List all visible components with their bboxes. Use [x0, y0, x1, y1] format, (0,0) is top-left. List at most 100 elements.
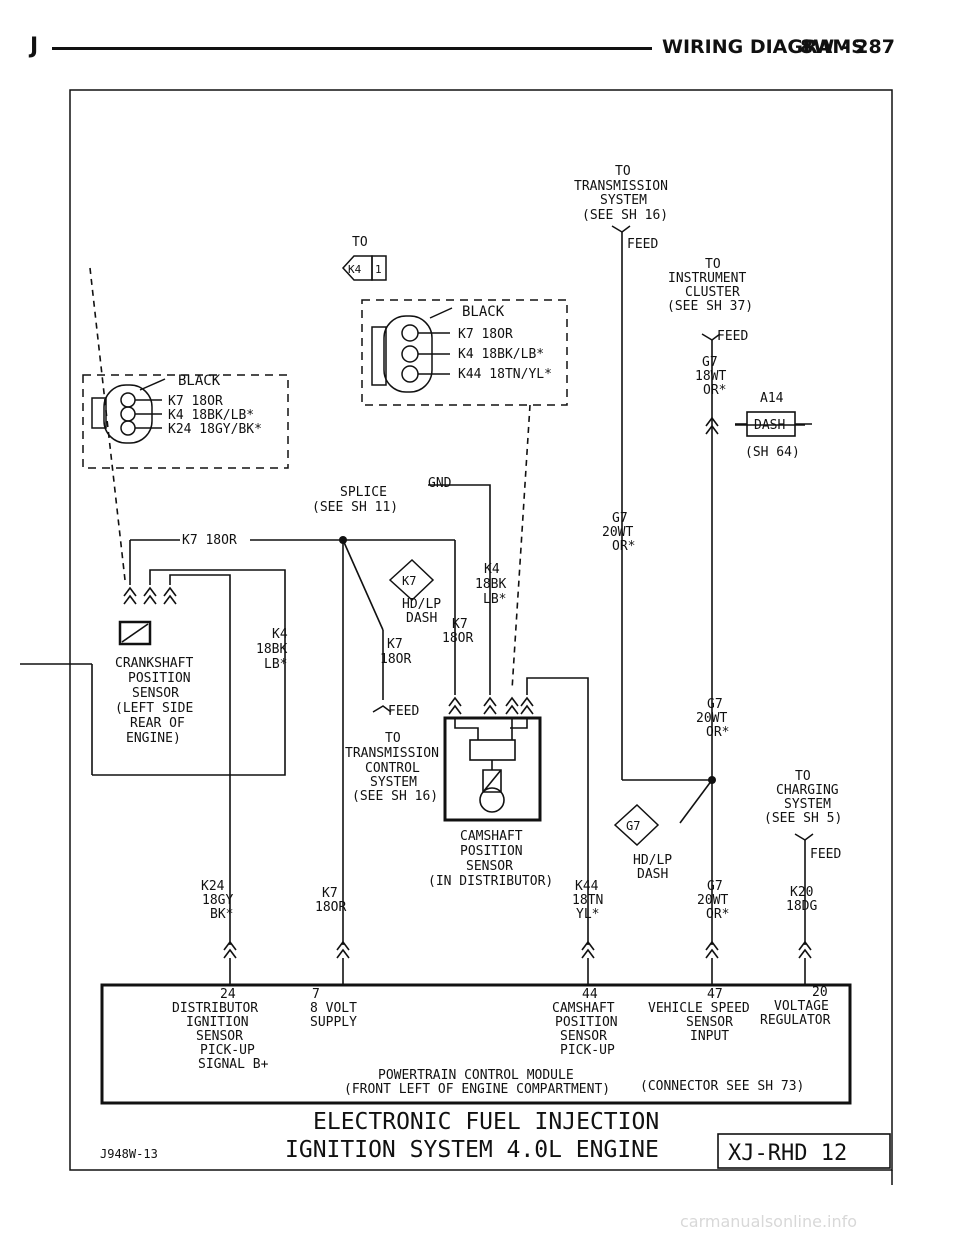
fuse-ref: (SH 64) — [745, 445, 800, 460]
pcm-pin-47-line-1: VEHICLE SPEED — [648, 1001, 750, 1016]
to-transmission-top-1: TO — [615, 164, 631, 179]
footer-figure-code: J948W-13 — [100, 1147, 158, 1161]
page-number: 8W - 287 — [800, 36, 895, 58]
section-letter: J — [30, 34, 39, 59]
pcm-pin-7-line-1: 8 VOLT — [310, 1001, 357, 1016]
to-trans-control-1: TO — [385, 731, 401, 746]
wire-k7-mid-2: 18OR — [380, 652, 411, 667]
crank-sensor-line-5: REAR OF — [130, 716, 185, 731]
splice-k4-pin: 1 — [375, 263, 382, 276]
wire-network — [89, 232, 806, 945]
wire-k24-1: K24 — [201, 879, 225, 894]
wire-k24-2: 18GY — [202, 893, 233, 908]
splice-dot-g7 — [708, 776, 716, 784]
cam-connector-pin-3: K44 18TN/YL* — [458, 367, 552, 382]
to-charging-4: (SEE SH 5) — [764, 811, 842, 826]
to-instrument-4: (SEE SH 37) — [667, 299, 753, 314]
wire-k4-right-2: 18BK — [475, 577, 506, 592]
wire-k4-right-1: K4 — [484, 562, 500, 577]
k7-bus-label: K7 18OR — [182, 533, 237, 548]
pcm-connector-ref: (CONNECTOR SEE SH 73) — [640, 1079, 804, 1094]
pcm-pin-44-number: 44 — [582, 987, 598, 1002]
crank-sensor-line-4: (LEFT SIDE — [115, 701, 193, 716]
pcm-pin-7-number: 7 — [312, 987, 320, 1002]
feed-label-charging: FEED — [810, 847, 841, 862]
pcm-pin-24-line-2: IGNITION — [186, 1015, 249, 1030]
pcm-box — [100, 983, 852, 1105]
wire-k7-mid-1: K7 — [387, 637, 403, 652]
crank-connector-pin-2: K4 18BK/LB* — [168, 408, 254, 423]
pcm-pin-24-line-5: SIGNAL B+ — [198, 1057, 269, 1072]
footer-model-box — [717, 1133, 891, 1169]
pcm-pin-44-line-3: SENSOR — [560, 1029, 607, 1044]
to-trans-control-3: CONTROL — [365, 761, 420, 776]
gnd-label: GND — [428, 476, 452, 491]
wire-g7-top-3: OR* — [703, 383, 726, 398]
splice-k4-tag — [341, 255, 387, 281]
splice-k7-tag: K7 — [402, 574, 416, 588]
splice-k4-text-2: (SEE SH 11) — [312, 500, 398, 515]
pcm-pin-24-line-1: DISTRIBUTOR — [172, 1001, 258, 1016]
cam-connector-color: BLACK — [462, 304, 505, 320]
wire-k44-3: YL* — [576, 907, 599, 922]
crank-sensor-line-2: POSITION — [128, 671, 191, 686]
wire-g7-lower-2: 20WT — [696, 711, 727, 726]
wire-k4-crank-3: LB* — [264, 657, 287, 672]
pcm-pin-44-line-1: CAMSHAFT — [552, 1001, 615, 1016]
footer-model-text: XJ-RHD 12 — [728, 1141, 847, 1166]
cam-connector-pin-2: K4 18BK/LB* — [458, 347, 544, 362]
splice-dot-k7 — [339, 536, 347, 544]
to-transmission-top-3: SYSTEM — [600, 193, 647, 208]
pcm-name-1: POWERTRAIN CONTROL MODULE — [378, 1068, 574, 1083]
cam-connector-icon — [361, 299, 568, 406]
wire-k20-2: 18DG — [786, 899, 817, 914]
pcm-pin-24-line-3: SENSOR — [196, 1029, 243, 1044]
wire-g7-bottom-1: G7 — [707, 879, 723, 894]
splice-k7-line-1: HD/LP — [402, 597, 441, 612]
fuse-box — [735, 411, 812, 437]
wire-k44-2: 18TN — [572, 893, 603, 908]
wire-k7-bottom-1: K7 — [322, 886, 338, 901]
splice-g7-tag: G7 — [626, 819, 640, 833]
fuse-label: DASH — [754, 418, 785, 433]
cam-sensor-icon — [443, 716, 542, 822]
splice-g7-diamond — [613, 803, 660, 847]
cam-sensor-line-2: POSITION — [460, 844, 523, 859]
pcm-pin-20-line-2: REGULATOR — [760, 1013, 831, 1028]
wire-k7-right-1: K7 — [452, 617, 468, 632]
pcm-pin-20-line-1: VOLTAGE — [774, 999, 829, 1014]
pcm-name-2: (FRONT LEFT OF ENGINE COMPARTMENT) — [344, 1082, 610, 1097]
crank-sensor-line-6: ENGINE) — [126, 731, 181, 746]
to-transmission-top-4: (SEE SH 16) — [582, 208, 668, 223]
pcm-leads — [229, 958, 806, 985]
to-trans-control-5: (SEE SH 16) — [352, 789, 438, 804]
pcm-pin-47-number: 47 — [707, 987, 723, 1002]
section-title: WIRING DIAGRAMS — [662, 36, 865, 58]
cam-sensor-line-4: (IN DISTRIBUTOR) — [428, 874, 553, 889]
pcm-pin-44-line-2: POSITION — [555, 1015, 618, 1030]
watermark: carmanualsonline.info — [680, 1212, 858, 1231]
splice-g7-line-1: HD/LP — [633, 853, 672, 868]
feed-label-trans: FEED — [388, 704, 419, 719]
to-charging-1: TO — [795, 769, 811, 784]
wire-g7-lower-3: OR* — [706, 725, 729, 740]
to-trans-control-2: TRANSMISSION — [345, 746, 439, 761]
crank-connector-icon — [82, 374, 289, 469]
pcm-pin-20-number: 20 — [812, 985, 828, 1000]
splice-k7-diamond — [388, 558, 435, 602]
feed-label-cluster: FEED — [717, 329, 748, 344]
header-rule — [52, 47, 652, 50]
fuse-name: A14 — [760, 391, 784, 406]
cam-sensor-line-1: CAMSHAFT — [460, 829, 523, 844]
to-instrument-2: INSTRUMENT — [668, 271, 746, 286]
wire-g7-mid-1: G7 — [612, 511, 628, 526]
feed-label-top: FEED — [627, 237, 658, 252]
pcm-pin-44-line-4: PICK-UP — [560, 1043, 615, 1058]
footer-title-2: IGNITION SYSTEM 4.0L ENGINE — [285, 1137, 659, 1163]
crank-connector-color: BLACK — [178, 373, 221, 389]
pcm-pin-47-line-3: INPUT — [690, 1029, 729, 1044]
to-charging-3: SYSTEM — [784, 797, 831, 812]
to-instrument-1: TO — [705, 257, 721, 272]
wire-k7-bottom-2: 18OR — [315, 900, 346, 915]
